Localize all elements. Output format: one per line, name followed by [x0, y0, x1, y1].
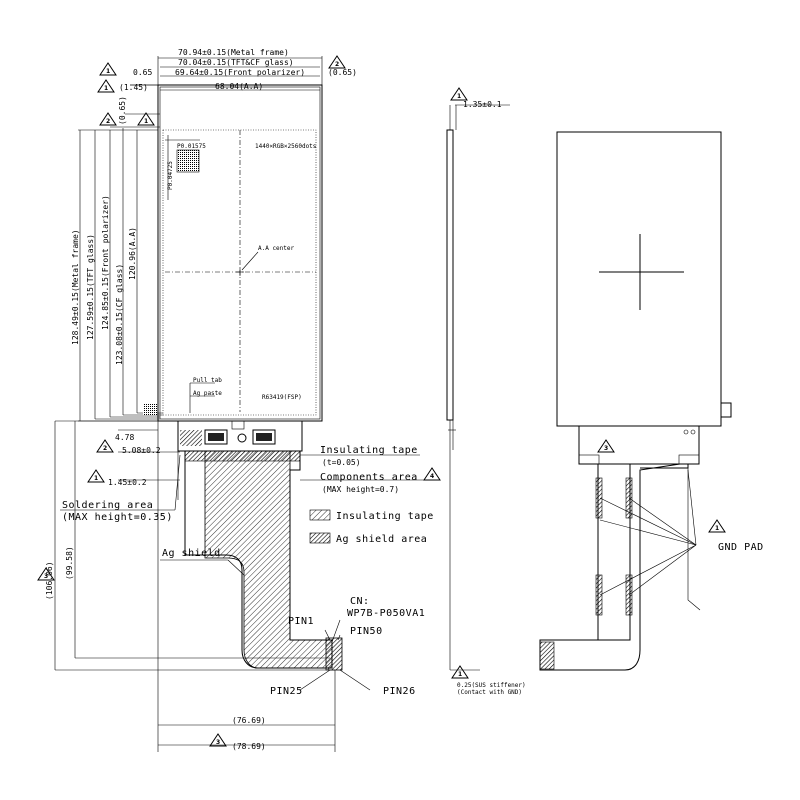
dim-front-pol-w: 69.64±0.15(Front polarizer) [175, 68, 305, 77]
side-view: 1.35±0.1 0.25(SUS stiffener) (Contact wi… [446, 87, 526, 696]
cn-label: CN: [350, 596, 370, 607]
svg-text:1: 1 [106, 68, 110, 75]
callout-triangle-1-side-bottom: 1 [451, 665, 469, 679]
components-area-label: Components area [320, 472, 418, 483]
callout-triangle-1-mid: 1 [87, 469, 105, 483]
svg-text:1: 1 [715, 525, 719, 532]
soldering-max-label: (MAX height=0.35) [62, 512, 173, 523]
dim-aa-w: 68.04(A.A) [215, 82, 263, 91]
contact-gnd-label: (Contact with GND) [457, 689, 522, 696]
connector [325, 637, 343, 671]
dim-cf-glass-h: 123.08±0.15(CF glass) [115, 264, 124, 365]
components-max-label: (MAX height=0.7) [322, 485, 399, 494]
ag-shield-label: Ag shield [162, 548, 221, 559]
dim-metal-frame-w: 70.94±0.15(Metal frame) [178, 48, 289, 57]
svg-text:4: 4 [430, 473, 434, 480]
front-view: 70.94±0.15(Metal frame) 70.04±0.15(TFT&C… [37, 48, 441, 752]
cn-part-label: WP7B-P050VA1 [347, 608, 425, 619]
gnd-pad-label: GND PAD [718, 542, 764, 553]
callout-triangle-2-top: 2 [328, 55, 346, 69]
dim-7869: (78.69) [232, 742, 266, 751]
pull-tab-detail [143, 403, 157, 415]
pixel-pitch-1: P0.01575 [177, 143, 206, 150]
svg-text:1: 1 [457, 93, 461, 100]
dim-478: 4.78 [115, 433, 134, 442]
soldering-area-label: Soldering area [62, 500, 153, 511]
ic-label: R63419(FSP) [262, 394, 302, 401]
resolution-label: 1440×RGB×2560dots [255, 143, 317, 150]
callout-triangle-3-bottom: 3 [209, 733, 227, 747]
callout-triangle-1-side-top: 1 [450, 87, 468, 101]
dim-065-vert: (0.65) [118, 96, 127, 125]
insulating-tape-strip [184, 450, 301, 462]
svg-text:1: 1 [144, 118, 148, 125]
svg-text:3: 3 [44, 573, 48, 580]
back-view: 1 3 GND PAD [539, 131, 764, 671]
dim-aa-h: 120.96(A.A) [128, 227, 137, 280]
svg-text:2: 2 [106, 118, 110, 125]
insulating-tape-thickness: (t=0.05) [322, 458, 361, 467]
legend-ag-shield: Ag shield area [336, 534, 427, 545]
dim-145: (1.45) [119, 83, 148, 92]
side-thickness: 1.35±0.1 [463, 100, 502, 109]
fpc-ag-shield [204, 450, 333, 669]
dim-tft-glass-h: 127.59±0.15(TFT glass) [86, 234, 95, 340]
svg-text:3: 3 [604, 445, 608, 452]
callout-triangle-4: 4 [423, 467, 441, 481]
svg-text:1: 1 [458, 671, 462, 678]
callout-triangle-1-top: 1 [99, 62, 117, 76]
callout-triangle-2-mid: 2 [96, 439, 114, 453]
callout-triangle-1-a: 1 [97, 79, 115, 93]
dim-065-right: (0.65) [328, 68, 357, 77]
dim-10606: (106.06) [45, 561, 54, 600]
dim-508: 5.08±0.2 [122, 446, 161, 455]
aa-center-label: A.A center [258, 245, 295, 252]
dim-065-left: 0.65 [133, 68, 152, 77]
dim-145-02: 1.45±0.2 [108, 478, 147, 487]
dim-front-pol-h: 124.85±0.15(Front polarizer) [101, 195, 110, 330]
svg-text:2: 2 [335, 61, 339, 68]
dim-tft-cf-w: 70.04±0.15(TFT&CF glass) [178, 58, 294, 67]
sus-stiffener-label: 0.25(SUS stiffener) [457, 682, 526, 689]
pin25-label: PIN25 [270, 686, 303, 697]
svg-text:1: 1 [104, 85, 108, 92]
legend-insulating-tape: Insulating tape [336, 511, 434, 522]
pixel-detail [177, 150, 199, 172]
callout-triangle-3-back: 3 [597, 439, 615, 453]
svg-text:2: 2 [103, 445, 107, 452]
callout-triangle-3-left: 3 [37, 567, 55, 581]
pull-tab-label: Pull tab [193, 377, 222, 384]
insulating-tape-title: Insulating tape [320, 445, 418, 456]
dim-9958: (99.58) [65, 546, 74, 580]
callout-triangle-2-left: 2 [99, 112, 117, 126]
callout-triangle-1-back: 1 [708, 519, 726, 533]
dim-metal-frame-h: 128.49±0.15(Metal frame) [71, 229, 80, 345]
svg-text:1: 1 [94, 475, 98, 482]
pin1-label: PIN1 [288, 616, 314, 627]
pin26-label: PIN26 [383, 686, 416, 697]
pin50-label: PIN50 [350, 626, 383, 637]
ag-paste-label: Ag paste [193, 390, 222, 397]
callout-triangle-1-left: 1 [137, 112, 155, 126]
pixel-pitch-2: P0.04725 [167, 161, 174, 190]
dim-7669: (76.69) [232, 716, 266, 725]
svg-text:3: 3 [216, 739, 220, 746]
